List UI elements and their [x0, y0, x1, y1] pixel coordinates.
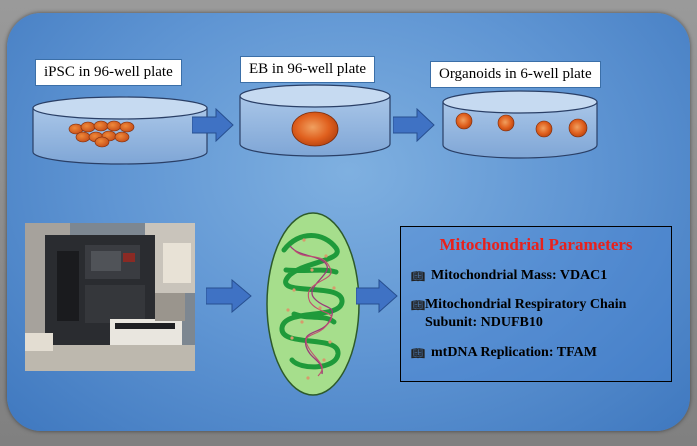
embryoid-body [291, 111, 339, 147]
mitochondrion-illustration [266, 212, 360, 396]
book-bullet-icon: 📖︎ [411, 300, 425, 312]
organoid-dish [442, 90, 598, 159]
arrow-2 [393, 108, 435, 142]
arrow-1 [192, 108, 234, 142]
eb-dish [239, 84, 391, 157]
parameter-item-1: 📖︎ Mitochondrial Mass: VDAC1 [411, 267, 607, 285]
parameter-item-2: 📖︎ Mitochondrial Respiratory Chain Subun… [411, 296, 646, 332]
arrow-4 [356, 279, 398, 313]
ipsc-cells [68, 120, 135, 148]
book-bullet-icon: 📖︎ [411, 271, 425, 283]
organoids [455, 112, 588, 138]
flow-cytometer-photo [25, 223, 195, 371]
arrow-3 [206, 279, 252, 313]
book-bullet-icon: 📖︎ [411, 348, 425, 360]
ipsc-dish [32, 96, 208, 165]
parameters-title: Mitochondrial Parameters [439, 235, 633, 254]
instrument-illustration [25, 223, 195, 371]
mtdna-strand-b [293, 249, 333, 377]
eb-label: EB in 96-well plate [240, 56, 376, 83]
parameter-item-3: 📖︎ mtDNA Replication: TFAM [411, 344, 597, 362]
parameter-text-3: mtDNA Replication: TFAM [431, 345, 597, 360]
parameter-text-2: Mitochondrial Respiratory Chain Subunit:… [424, 297, 627, 330]
parameters-box: Mitochondrial Parameters 📖︎ Mitochondria… [400, 226, 672, 382]
ipsc-label: iPSC in 96-well plate [35, 59, 182, 86]
mtdna-strand-a [289, 245, 333, 375]
organoids-label: Organoids in 6-well plate [430, 61, 601, 88]
mito-dots [286, 238, 336, 380]
parameter-text-1: Mitochondrial Mass: VDAC1 [431, 268, 608, 283]
